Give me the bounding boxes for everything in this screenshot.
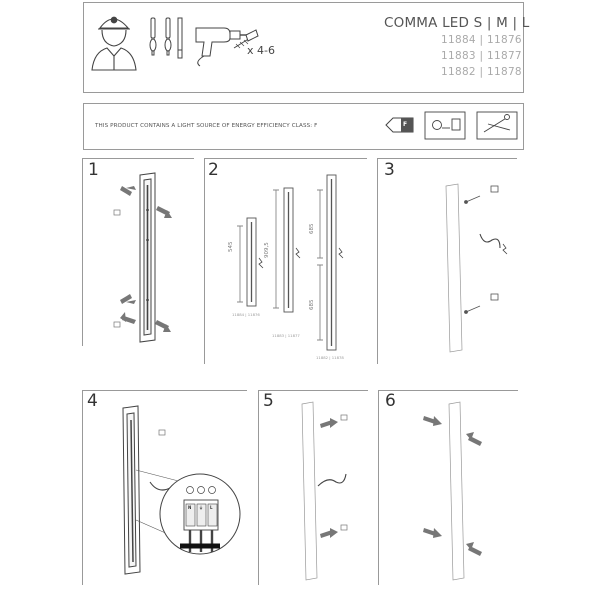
step3-bracket <box>377 158 517 364</box>
screw-icon <box>464 185 499 314</box>
step-number-6: 6 <box>385 391 396 411</box>
step2-fixture-small <box>237 217 257 307</box>
step6-fixture-outline <box>448 401 465 581</box>
product-code-large: 11882 | 11878 <box>441 66 522 78</box>
terminal-label-n: N <box>188 505 192 510</box>
energy-statement: THIS PRODUCT CONTAINS A LIGHT SOURCE OF … <box>95 123 318 129</box>
screw-icon <box>340 414 348 531</box>
screwdriver-icon <box>149 17 183 59</box>
step-number-5: 5 <box>263 391 274 411</box>
energy-panel <box>83 103 524 150</box>
step-number-4: 4 <box>87 391 98 411</box>
smart-remote-icon <box>424 111 466 140</box>
electric-cable-icon <box>317 473 347 487</box>
step-number-2: 2 <box>208 160 219 180</box>
step2-bracket <box>204 158 367 364</box>
step2-fixture-large <box>317 174 337 351</box>
step6-bracket <box>378 390 518 585</box>
arrow-in-icon <box>320 418 338 538</box>
step4-fixture <box>122 405 141 575</box>
arrow-out-icon <box>120 186 136 304</box>
code-large: 11882 | 11878 <box>316 355 344 360</box>
step1-fixture <box>139 172 156 343</box>
arrow-in-icon <box>120 206 172 332</box>
screw-icon <box>113 209 121 328</box>
step3-wall-outline <box>445 183 463 353</box>
step1-bracket <box>82 158 194 346</box>
terminal-label-l: L <box>210 505 213 510</box>
electric-cable-icon <box>149 481 171 491</box>
step-number-1: 1 <box>88 160 99 180</box>
arrow-out-icon <box>466 432 482 556</box>
terminal-label-earth: ⏚ <box>199 505 203 510</box>
installer-person-icon <box>91 16 137 71</box>
energy-class-letter: F <box>403 121 408 128</box>
electric-cable-icon <box>479 233 508 255</box>
step5-bracket <box>258 390 368 585</box>
product-code-small: 11884 | 11876 <box>441 34 522 46</box>
electric-cable-icon <box>258 247 344 269</box>
tools-icon <box>476 111 518 140</box>
header-panel <box>83 2 524 93</box>
step5-wall-outline <box>301 401 318 581</box>
step-number-3: 3 <box>384 160 395 180</box>
step2-fixture-medium <box>273 187 294 313</box>
code-small: 11884 | 11876 <box>232 312 260 317</box>
code-medium: 11883 | 11877 <box>272 333 300 338</box>
wire-connector-icon <box>159 473 241 555</box>
screw-icon <box>233 29 259 49</box>
energy-label-icon <box>385 117 414 133</box>
arrow-in-icon <box>423 416 442 538</box>
product-code-medium: 11883 | 11877 <box>441 50 522 62</box>
step4-bracket <box>82 390 247 585</box>
screw-count: x 4-6 <box>247 44 275 57</box>
screw-icon <box>158 429 166 436</box>
product-title: COMMA LED S | M | L <box>384 15 530 31</box>
